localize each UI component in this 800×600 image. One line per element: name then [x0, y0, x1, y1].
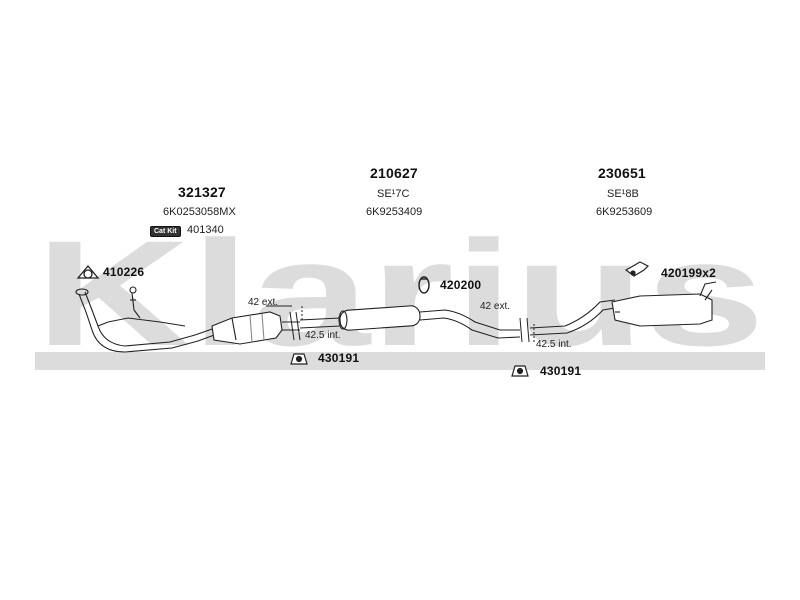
rear-code: SE¹8B	[607, 188, 639, 200]
front-mount-part-number: 430191	[318, 351, 360, 365]
hanger-part-number: 420200	[440, 278, 482, 292]
hanger-ring-icon	[418, 276, 430, 294]
cat-kit-number: 401340	[187, 224, 224, 236]
rear-silencer	[529, 281, 717, 336]
front-clamp	[266, 305, 303, 341]
watermark-band	[35, 352, 765, 370]
gasket-icon	[76, 264, 100, 279]
front-downpipe	[75, 286, 218, 353]
middle-clamp-ext-label: 42 ext.	[480, 301, 511, 312]
gasket-part-number: 410226	[103, 265, 145, 279]
hanger-rubber-icon	[624, 261, 650, 277]
catalytic-converter	[211, 311, 300, 345]
rubber-mount-icon-middle	[511, 365, 529, 377]
front-part-number: 321327	[178, 184, 226, 200]
rubber-mount-icon-front	[290, 353, 308, 365]
watermark-logo: Klarius	[35, 209, 765, 377]
front-oem-number: 6K0253058MX	[163, 206, 236, 218]
front-clamp-int-label: 42.5 int.	[305, 330, 341, 341]
middle-clamp	[519, 317, 535, 344]
middle-part-number: 210627	[370, 165, 418, 181]
rear-hanger-part-number: 420199x2	[661, 266, 716, 280]
cat-kit-badge: Cat Kit	[150, 226, 181, 237]
front-clamp-ext-label: 42 ext.	[248, 297, 279, 308]
middle-mount-part-number: 430191	[540, 364, 582, 378]
rear-oem-number: 6K9253609	[596, 206, 653, 218]
middle-oem-number: 6K9253409	[366, 206, 423, 218]
middle-clamp-int-label: 42.5 int.	[536, 339, 572, 350]
rear-part-number: 230651	[598, 165, 646, 181]
middle-code: SE¹7C	[377, 188, 410, 200]
middle-silencer	[299, 305, 521, 339]
